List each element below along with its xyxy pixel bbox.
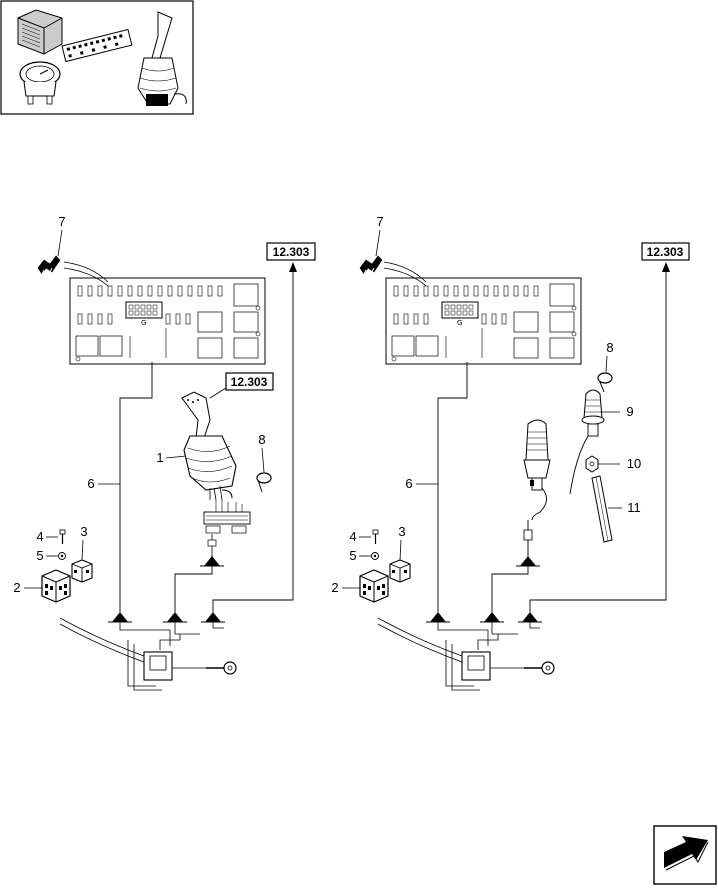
connector-mark-icon (479, 611, 505, 623)
bolt-icon (372, 529, 379, 544)
board-label: G (141, 319, 146, 327)
reference-box (641, 242, 690, 261)
connector-mark-icon (515, 555, 541, 567)
board-label: G (457, 319, 462, 327)
lever-handle-icon (523, 419, 551, 560)
connector-mark-icon (162, 611, 188, 623)
callout-number: 6 (405, 476, 412, 491)
callout-number: 4 (36, 529, 43, 544)
callout-number: 11 (627, 500, 641, 515)
connector-mark-icon (199, 555, 225, 567)
connector-mark-icon (425, 611, 451, 623)
connector-mark-icon (517, 611, 543, 623)
left-assembly: G 12.303 12.303 (13, 214, 316, 691)
nut-icon (371, 552, 379, 560)
callout-number: 8 (258, 432, 265, 447)
reference-box-label: 12.303 (647, 245, 684, 259)
callout-number: 5 (349, 548, 356, 563)
callout-number: 3 (80, 524, 87, 539)
nut-icon (58, 552, 66, 560)
fuse-icon (37, 255, 61, 275)
callout-number: 8 (606, 340, 613, 355)
parts-thumbnail-icon (0, 0, 194, 115)
right-assembly: G 12.303 (331, 214, 690, 691)
connector-housing-icon (359, 569, 389, 603)
reference-box-label: 12.303 (231, 375, 268, 389)
rod-icon (591, 475, 613, 543)
callout-number: 3 (398, 524, 405, 539)
callout-number: 4 (349, 529, 356, 544)
connector-housing-icon (71, 559, 93, 583)
callout-number: 9 (626, 404, 633, 419)
connector-mark-icon (107, 611, 133, 623)
callout-number: 6 (87, 476, 94, 491)
reference-box-label: 12.303 (273, 245, 310, 259)
joystick-icon (181, 391, 251, 560)
callout-number: 10 (627, 456, 641, 471)
fuse-icon (359, 255, 383, 275)
knob-icon (569, 389, 605, 495)
connector-housing-icon (41, 569, 71, 603)
connector-mark-icon (200, 611, 226, 623)
relay-fuse-board (385, 277, 582, 365)
bolt-icon (59, 529, 66, 544)
reference-box (266, 242, 316, 261)
clip-icon (256, 472, 272, 493)
connector-housing-icon (389, 559, 411, 583)
next-page-arrow-icon[interactable] (653, 825, 717, 885)
callout-number: 2 (13, 580, 20, 595)
reference-box (225, 372, 274, 391)
callout-number: 7 (376, 214, 383, 229)
callout-number: 5 (36, 548, 43, 563)
callout-number: 1 (156, 450, 163, 465)
nut-icon (585, 455, 599, 473)
clip-icon (597, 372, 613, 393)
callout-number: 7 (58, 214, 65, 229)
relay-fuse-board (69, 277, 266, 365)
callout-number: 2 (331, 580, 338, 595)
